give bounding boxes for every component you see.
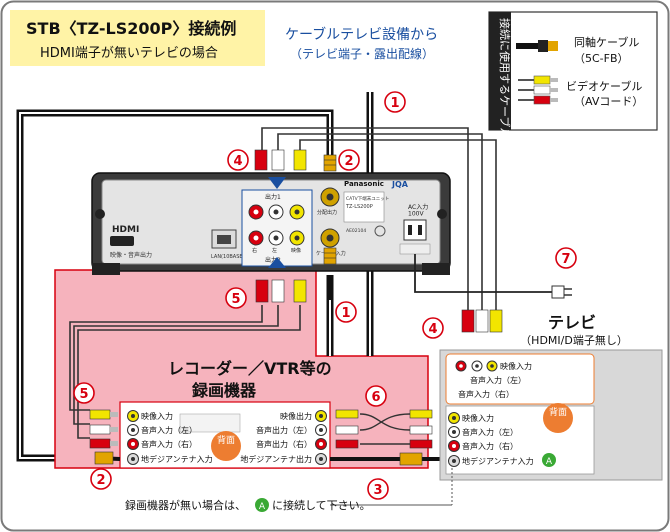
legend-coax-name: 同軸ケーブル	[574, 35, 639, 49]
tv-device: 映像入力 音声入力（左） 音声入力（右） 映像入力 音声入力（左） 音声入力（右…	[439, 349, 663, 481]
stb-plate-num: AE02104	[346, 228, 366, 234]
badge-7: 7	[561, 252, 570, 267]
badge-3: 3	[373, 483, 382, 498]
recorder-antenna-out: 地デジアンテナ出力	[240, 454, 312, 464]
stb-label-plate: Panasonic CATV下端末ユニット TZ-LS200P AE02104 …	[343, 180, 409, 237]
legend-av-sub: （AVコード）	[574, 95, 643, 108]
hdmi-port-label: 映像・音声出力	[110, 251, 152, 259]
recorder-title-line1: レコーダー／VTR等の	[168, 359, 332, 378]
tv-input-audio-r: 音声入力（右）	[462, 441, 518, 451]
av-plugs-recorder-in	[89, 409, 118, 449]
stb-ant-label: 分配出力	[317, 209, 337, 216]
hdmi-logo: HDMI	[112, 225, 139, 235]
footer-marker-label: A	[259, 502, 266, 512]
badge-4-tv: 4	[428, 322, 437, 337]
recorder-back-label: 背面	[217, 434, 235, 446]
tv-back-badge	[543, 403, 573, 433]
badge-5-recorder: 5	[79, 387, 88, 402]
recorder-input-audio-l: 音声入力（左）	[141, 425, 197, 435]
coax-loop-left	[16, 109, 334, 462]
footer-note-after: に接続して下さい。	[272, 498, 371, 512]
out-jack-label-video: 映像	[291, 247, 301, 254]
coax-cable-icon	[516, 40, 558, 52]
cable-legend: 接続に使用するケーブル 同軸ケーブル （5C-FB） ビデオケーブル （AVコー…	[488, 11, 658, 138]
stb-jqa-badge: JQA	[391, 180, 409, 189]
badge-1-bottom: 1	[341, 306, 350, 321]
subtitle: HDMI端子が無いテレビの場合	[40, 46, 218, 61]
recorder-output-video: 映像出力	[280, 411, 312, 421]
hdmi-port: HDMI 映像・音声出力	[110, 225, 152, 259]
tv-subtitle: （HDMI/D端子無し）	[520, 333, 628, 347]
cable-source-line2: （テレビ端子・露出配線）	[290, 46, 434, 61]
av-cable-stb-to-recorder	[69, 305, 301, 439]
badge-2-bottom: 2	[96, 473, 105, 488]
coax-connector-top	[323, 154, 337, 172]
tv-input-video: 映像入力	[462, 413, 494, 423]
av-plugs-tv-in	[461, 309, 503, 333]
footer-note-before: 録画機器が無い場合は、	[125, 498, 246, 512]
footer-a-marker	[255, 498, 269, 512]
stb-model-line2: TZ-LS200P	[345, 204, 373, 210]
badge-5-stb: 5	[231, 292, 240, 307]
cable-source-line1: ケーブルテレビ設備から	[285, 26, 438, 43]
coax-recorder	[94, 451, 445, 466]
recorder-back-panel: 映像入力 音声入力（左） 音声入力（右） 地デジアンテナ入力 映像出力 音声出力…	[119, 401, 331, 469]
recorder-output-audio-l: 音声出力（左）	[256, 425, 312, 435]
recorder-input-audio-r: 音声入力（右）	[141, 439, 197, 449]
tv-top-input-audio-l: 音声入力（左）	[470, 375, 526, 385]
out2-label: 出力2	[265, 256, 281, 264]
tv-top-input-audio-r: 音声入力（右）	[458, 389, 514, 399]
badge-6: 6	[371, 390, 380, 405]
legend-av-name: ビデオケーブル	[566, 79, 642, 93]
tv-a-marker-label: A	[546, 457, 553, 467]
av-plugs-stb-out1	[254, 149, 307, 171]
tv-title: テレビ	[548, 313, 596, 332]
stb-model-line1: CATV下端末ユニット	[346, 195, 389, 202]
recorder-antenna-in: 地デジアンテナ入力	[141, 454, 213, 464]
tv-a-marker	[542, 453, 556, 467]
badge-2-top: 2	[344, 154, 353, 169]
recorder-input-video: 映像入力	[141, 411, 173, 421]
recorder-title-line2: 録画機器	[192, 381, 257, 400]
out-jack-label-right: 右	[252, 247, 257, 254]
recorder-back-badge	[211, 431, 241, 461]
recorder-output-jacks	[315, 410, 327, 465]
power-cord	[414, 254, 572, 299]
tv-input-audio-l: 音声入力（左）	[462, 427, 518, 437]
tv-antenna-in: 地デジアンテナ入力	[462, 456, 534, 466]
recorder-input-jacks	[127, 410, 139, 465]
stb-brand: Panasonic	[344, 180, 384, 188]
title-box	[10, 10, 265, 66]
av-plugs-stb-out2	[255, 279, 307, 303]
recorder-output-audio-r: 音声出力（右）	[256, 439, 312, 449]
out-jack-label-left: 左	[272, 247, 277, 254]
title: STB〈TZ-LS200P〉接続例	[26, 19, 236, 38]
tv-back-label: 背面	[549, 406, 567, 418]
tv-top-input-video: 映像入力	[500, 361, 532, 371]
badge-4-stb: 4	[233, 154, 242, 169]
av-cable-recorder-to-tv	[335, 409, 433, 449]
legend-coax-sub: （5C-FB）	[574, 52, 629, 65]
badge-1-top: 1	[390, 96, 399, 111]
av-cable-stb-to-tv	[261, 127, 497, 310]
legend-vertical-label: 接続に使用するケーブル	[498, 18, 512, 138]
stb-output-jacks: 出力1 右 左 映像 出力2	[241, 177, 313, 268]
av-cable-icon	[518, 75, 558, 105]
coax-connector-mid	[323, 247, 337, 265]
step-badges: 1 1 2 2 3 4 4 5 5 6 7	[73, 91, 577, 500]
out1-label: 出力1	[265, 193, 281, 201]
